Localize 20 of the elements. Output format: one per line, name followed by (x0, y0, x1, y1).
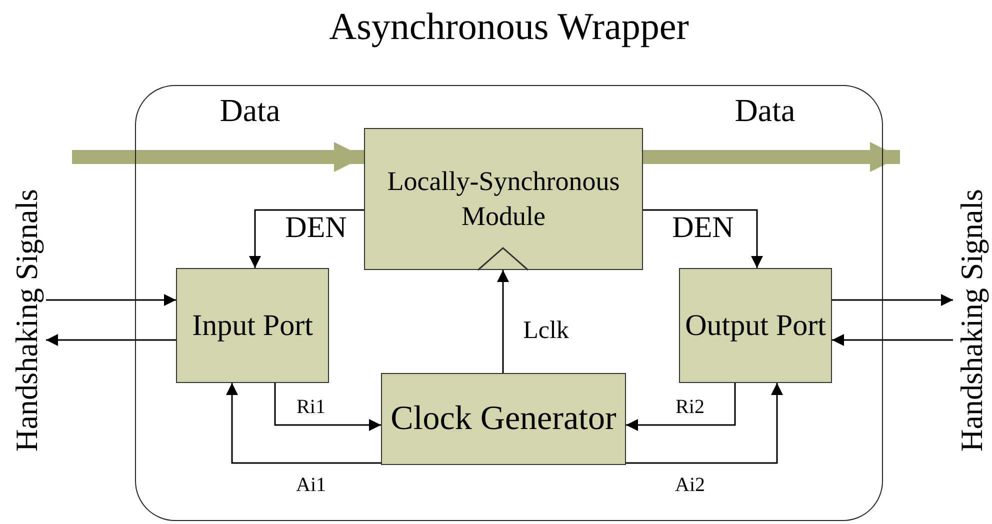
arrow (226, 383, 381, 464)
block-box: Input Port (176, 268, 329, 383)
arrow (274, 383, 381, 431)
arrow (46, 294, 176, 306)
arrow (46, 334, 176, 346)
block-box: Locally-Synchronous Module (364, 128, 643, 270)
signal-label: Handshaking Signals (9, 188, 45, 452)
arrow (626, 383, 736, 431)
signal-label: Handshaking Signals (954, 188, 990, 452)
block-box: Clock Generator (381, 373, 626, 465)
arrow (832, 294, 953, 306)
arrow (497, 270, 509, 373)
data-bus-arrow (72, 142, 364, 172)
arrow (643, 209, 763, 268)
arrow (626, 383, 783, 464)
wrapper-title: Asynchronous Wrapper (328, 5, 690, 49)
data-bus-arrow (643, 142, 900, 172)
block-box: Output Port (679, 268, 832, 383)
arrow (249, 209, 364, 268)
arrow (832, 334, 953, 346)
